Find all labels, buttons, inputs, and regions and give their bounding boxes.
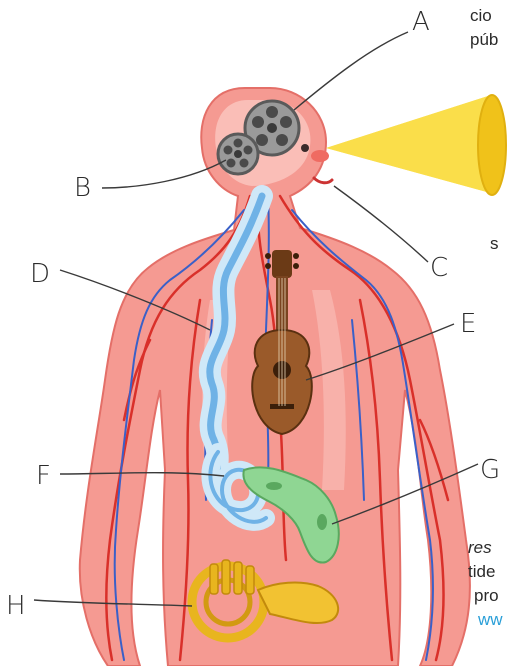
label-a: A	[412, 7, 430, 37]
mouth	[314, 178, 332, 183]
light-beam	[326, 95, 506, 195]
label-g: G	[480, 455, 500, 485]
film-reel-small	[218, 134, 258, 174]
side-text-link[interactable]: ww	[478, 610, 503, 630]
label-d: D	[30, 259, 50, 289]
side-text-line-3: s	[490, 234, 499, 254]
label-f: F	[36, 461, 51, 491]
side-text-line-4: res	[468, 538, 492, 558]
label-e: E	[460, 309, 476, 339]
side-text-line-2: púb	[470, 30, 498, 50]
nose	[311, 150, 329, 162]
label-h: H	[6, 591, 26, 621]
label-c: C	[430, 253, 448, 283]
side-text-line-5: tide	[468, 562, 495, 582]
eye	[301, 144, 309, 152]
side-text-line-6: pro	[474, 586, 499, 606]
label-b: B	[74, 173, 91, 203]
side-text-line-1: cio	[470, 6, 492, 26]
